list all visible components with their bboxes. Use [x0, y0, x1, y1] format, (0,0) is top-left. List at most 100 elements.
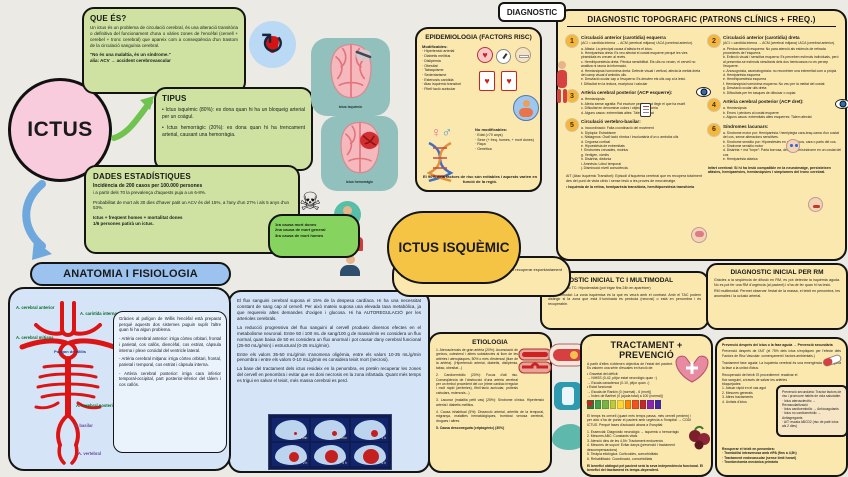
diagnostic-label: DIAGNOSTIC	[498, 2, 566, 22]
tipus-panel: TIPUS • Ictus isquèmic (80%): es dona qu…	[154, 87, 313, 171]
tractament-footer: El benefici obtingut pel pacient serà la…	[587, 464, 704, 473]
topo-item-1-sub: (ACI = caròtida interna → ACM (cerebral …	[581, 41, 694, 46]
topo-item-5: 5 Circulació vertebro-basilar: a. Incoor…	[566, 119, 702, 170]
obesitat-icon	[513, 95, 539, 121]
cycle-arrows-icon: ↻	[259, 27, 286, 61]
phone-alert-icon	[554, 382, 582, 410]
gender-icons: ♀♂	[431, 125, 452, 139]
epidemiologia-title: EPIDEMIOLOGIA (FACTORS RISC)	[425, 34, 532, 41]
brain-top-view-isquemic	[329, 43, 372, 99]
prevencio-rc4: Recuperació del teixit: El procediment: …	[722, 373, 798, 404]
dades-line3: Probabilitat de mort als 30 dies d'haver…	[93, 199, 290, 211]
flux-p2: La reducció progressiva del flux sanguin…	[237, 324, 421, 348]
heart-rate-icon: ♥	[477, 47, 493, 63]
topografic-panel: DIAGNOSTIC TOPOGRAFIC (PATRONS CLÍNICS +…	[556, 9, 848, 261]
brain-tile-hemorragic-label: ictus hemorràgic	[345, 180, 374, 184]
etiologia-i2: 2. Cardioembòlic (20%): Focus d'alt risc…	[436, 373, 518, 395]
care-hands-icon	[675, 355, 709, 383]
diagnostic-label-text: DIAGNOSTIC	[506, 7, 558, 17]
anatomia-text-box: Gràcies al polígon de Willis l'encèfal e…	[113, 311, 227, 453]
brain-scan-figure: 1 min 30 min 1 h 2 h 4 h 6 h	[268, 414, 392, 470]
badge-1: 1	[566, 35, 578, 47]
epidemiologia-footer: El 90% dels factors de risc són evitable…	[422, 174, 538, 185]
tractament-scales: • Gravetat del dèficit: → NIHSS (0-42, p…	[587, 371, 663, 398]
svg-text:A. cerebral posterior: A. cerebral posterior	[76, 403, 117, 408]
pills-icon	[823, 354, 842, 367]
scan-cell: 30 min	[311, 418, 349, 441]
svg-text:A. basilar: A. basilar	[74, 423, 93, 428]
badge-3: 3	[566, 90, 578, 103]
anatomia-a2: - Artèria cerebral mitjana: irriga còrte…	[119, 356, 221, 367]
que-es-note1: "No és una malaltia, és un síndrome."	[90, 51, 171, 57]
modificables-title: Modificables:	[422, 44, 448, 49]
topo-item-1-title: Circulació anterior (carotídia) esquerra	[581, 35, 666, 40]
ictus-isquemic-node: ICTUS ISQUÈMIC	[387, 211, 521, 284]
topo-item-2-sub: (ACI = caròtida interna → ACM (cerebral …	[723, 41, 836, 46]
prevencio-secundaria-text: Prevenció secundària: Tractar factors de…	[782, 390, 842, 429]
svg-text:A. cerebral mitjana: A. cerebral mitjana	[16, 335, 54, 340]
blood-drop-icon	[266, 36, 279, 53]
blue-arrow	[22, 180, 52, 260]
diagnostic-rm-p2: RM multimodal: Permet observar l'estat d…	[714, 289, 840, 299]
topo-item-4-body: a. Hemianòpsia b. Errors i pèrdues al co…	[723, 106, 812, 120]
tractament-panel: TRACTAMENT + PREVENCIÓ A partir d'elles …	[580, 334, 713, 477]
topo-item-1: 1 Circulació anterior (carotídia) esquer…	[566, 35, 702, 86]
topo-item-2-body: a. Pèrdua atenció esquerra: No para aten…	[723, 46, 839, 95]
nihss-scale-icon	[587, 400, 661, 409]
female-icon: ♀	[431, 124, 442, 140]
flux-panel: El flux sanguini cerebral suposa el 15% …	[228, 290, 430, 473]
topo-item-3-body: a. Hemianòpsia b. Alèxia sense agrafia: …	[581, 97, 686, 115]
prevencio-reperfusio: Recuperar el teixit en penombra: · Tromb…	[722, 447, 797, 465]
flux-p4: La base del tractament dels ictus reside…	[237, 366, 421, 384]
badge-2: 2	[708, 35, 720, 47]
artery-plaque-icon	[518, 348, 552, 374]
prevencio-secundaria-box: Prevenció secundària: Tractar factors de…	[776, 385, 848, 437]
epidemiologia-panel: EPIDEMIOLOGIA (FACTORS RISC) Modificable…	[415, 27, 542, 192]
topografic-col1: 1 Circulació anterior (carotídia) esquer…	[566, 35, 702, 190]
anatomia-a3: - Artèria cerebral posterior: irriga car…	[119, 370, 221, 388]
eye-icon-right	[835, 99, 848, 109]
infart-note: Infart cerebral: Si hi ha lesió compatib…	[708, 165, 831, 175]
risc-card-icon-2: ♥	[501, 71, 517, 91]
topo-item-2-title: Circulació anterior (carotídia) dreta	[723, 35, 800, 40]
dades-line4: Ictus + freqüent homes + mortalitat done…	[93, 215, 183, 221]
no-modificables-list: · Edat (>70 anys) · Sexe (+ freq. homes,…	[475, 133, 534, 152]
topo-item-1-body: a. Afàsia: La principal causa d'afàsia é…	[581, 46, 701, 86]
body-figure-icon	[556, 61, 568, 105]
head-brain-icon	[691, 227, 707, 243]
skull-icon: ☠	[299, 188, 322, 216]
modificables-list: · Hipertensió arterial · Diabetis mellit…	[422, 49, 462, 92]
topo-item-6-body: a. Síndrome motor pur: Hemiparèsia / hem…	[723, 130, 842, 162]
topo-item-5-body: a. Incoordinació: Falta coordinació del …	[581, 126, 679, 171]
que-es-title: QUE ÉS?	[90, 14, 127, 23]
svg-text:A. caròtida interna: A. caròtida interna	[80, 311, 117, 316]
scan-cell: 6 h	[350, 443, 388, 466]
scan-cell: 2 h	[272, 443, 310, 466]
diagnostic-tc-title: DIAGNOSTIC INICIAL TC I MULTIMODAL	[548, 277, 674, 284]
etiologia-i1: 1. Aterosclerosis de gran artèria (20%):…	[436, 348, 518, 370]
face-icon-1	[786, 139, 800, 153]
blood-pressure-icon	[496, 49, 511, 64]
topo-item-4: 4 Artèria cerebral posterior (ACP dret):…	[708, 99, 842, 119]
ictus-isquemic-title: ICTUS ISQUÈMIC	[398, 240, 510, 255]
topo-item-5-title: Circulació vertebro-basilar:	[581, 119, 641, 125]
dades-line1: Incidència de 200 casos per 100.000 pers…	[93, 183, 203, 189]
tipus-item-hemorragic: • Ictus hemorràgic (20%): es dona quan h…	[162, 125, 305, 138]
berries-icon	[689, 425, 710, 450]
tractament-intro: A partir d'elles s'obtenen objectius de …	[587, 362, 673, 371]
etiologia-title: ETIOLOGIA	[472, 339, 508, 346]
badge-6: 6	[708, 123, 720, 136]
dna-icon	[426, 141, 454, 183]
dades-line2: i a partir dels 70 la prevalença d'aques…	[93, 189, 207, 195]
tractament-title: TRACTAMENT + PREVENCIÓ	[610, 340, 683, 360]
topo-item-6-title: Síndromes lacunars:	[723, 123, 769, 129]
prevencio-rc1: Prevenció després del ictus o la fase ag…	[722, 343, 833, 347]
man-avatar	[338, 255, 362, 277]
green-arrow	[111, 96, 154, 141]
clipboard-icon	[640, 103, 651, 117]
topo-item-6: 6 Síndromes lacunars: a. Síndrome motor …	[708, 123, 842, 162]
willis-polygon-diagram: A. cerebral anterior A. caròtida interna…	[16, 301, 117, 465]
etiologia-i3: 3. Lacunar (malaltia petit vas) (25%): S…	[436, 398, 544, 407]
scan-cell: 4 h	[311, 443, 349, 466]
